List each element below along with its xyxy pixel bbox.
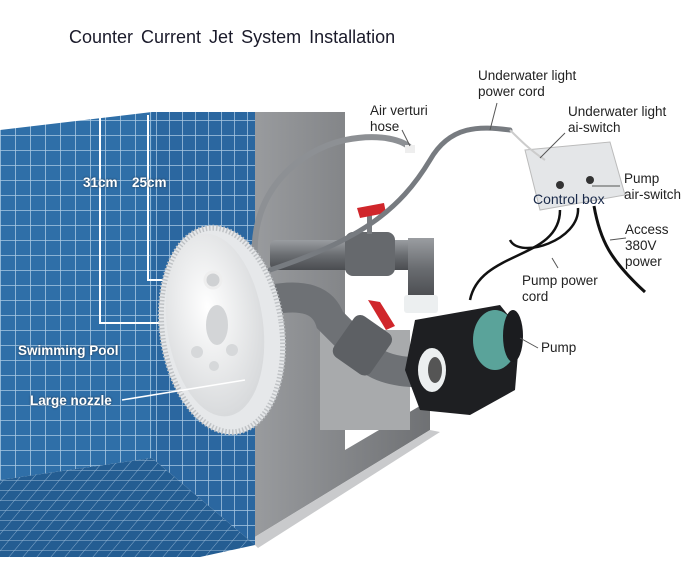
label-pump-power-cord: Pump power cord [522, 273, 598, 305]
nozzle-grille [157, 224, 287, 436]
label-line: Underwater light [478, 68, 577, 83]
pump-power-cord [468, 209, 562, 301]
pump-endcap [503, 310, 523, 362]
label-line: Pump power [522, 273, 598, 288]
control-box [524, 141, 626, 211]
pool-left-wall [0, 112, 152, 480]
air-verturi-hose [251, 134, 415, 263]
label-line: hose [370, 119, 400, 134]
pump-air-switch-knob [556, 181, 564, 189]
label-dim-31cm: 31cm [83, 175, 118, 190]
light-power-cord [267, 125, 513, 273]
label-line: power [625, 254, 662, 269]
label-line: 380V [625, 238, 657, 253]
air-inlet [203, 270, 223, 290]
label-air-verturi-hose: Air verturi hose [370, 103, 428, 135]
label-line: ai-switch [568, 120, 621, 135]
upper-valve-body [345, 232, 395, 276]
leader-pump [519, 337, 539, 349]
label-line: Pump [624, 171, 660, 186]
union-collar [404, 295, 438, 313]
label-line: air-switch [624, 187, 682, 202]
diagram-title: Counter Current Jet System Installation [69, 27, 396, 47]
wall-top-edge [250, 430, 440, 548]
label-line: Underwater light [568, 104, 667, 119]
light-cord-to-box [509, 129, 546, 161]
water-jet [206, 305, 228, 345]
leader-hose [401, 129, 411, 147]
label-line: power cord [478, 84, 545, 99]
nozzle-hole-1 [191, 346, 203, 358]
label-swimming-pool: Swimming Pool [18, 343, 119, 358]
label-dim-25cm: 25cm [132, 175, 167, 190]
vertical-pipe [408, 238, 434, 298]
label-access-power: Access 380V power [625, 222, 669, 270]
hose-fitting [405, 145, 415, 153]
mid-cord [508, 207, 580, 250]
label-line: cord [522, 289, 549, 304]
pool-floor [0, 458, 255, 557]
light-air-switch-knob [586, 176, 594, 184]
upper-valve-handle [357, 203, 386, 218]
label-underwater-light-ai-switch: Underwater light ai-switch [568, 104, 666, 136]
pump-inlet-hole [428, 357, 442, 383]
label-control-box: Control box [533, 191, 605, 207]
label-pump: Pump [541, 340, 577, 355]
leader-light-cord [489, 102, 498, 131]
label-pump-air-switch: Pump air-switch [624, 171, 681, 203]
label-large-nozzle: Large nozzle [30, 393, 112, 408]
leader-nozzle [121, 379, 246, 401]
leader-access [609, 237, 627, 241]
label-line: Air verturi [370, 103, 428, 118]
leader-ai-switch [539, 132, 566, 159]
label-underwater-light-power-cord: Underwater light power cord [478, 68, 576, 100]
nozzle-hole-3 [209, 361, 219, 371]
label-line: Access [625, 222, 669, 237]
lower-valve-body [332, 315, 393, 376]
nozzle-hole-2 [226, 344, 238, 356]
access-power-cord [592, 205, 647, 294]
leader-pump-cord [551, 257, 559, 269]
lower-valve-handle [368, 300, 395, 330]
